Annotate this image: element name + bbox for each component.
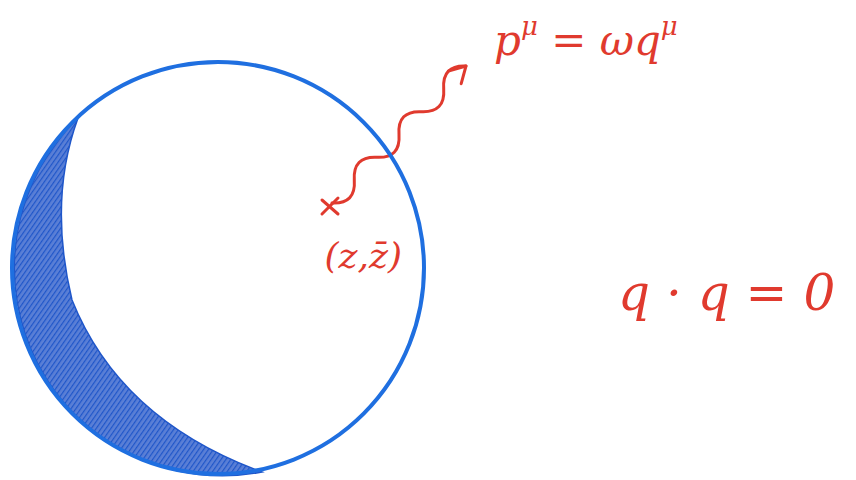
arrow-head (448, 66, 466, 84)
emission-point (322, 198, 338, 214)
point-label: (z,z̄) (325, 236, 402, 276)
momentum-equation: pμ = ωqμ (494, 12, 678, 64)
null-condition: q · q = 0 (618, 266, 835, 321)
photon-wavy-line (332, 66, 466, 203)
celestial-sphere: (z,z̄) (10, 60, 426, 476)
shaded-crescent (14, 118, 262, 476)
